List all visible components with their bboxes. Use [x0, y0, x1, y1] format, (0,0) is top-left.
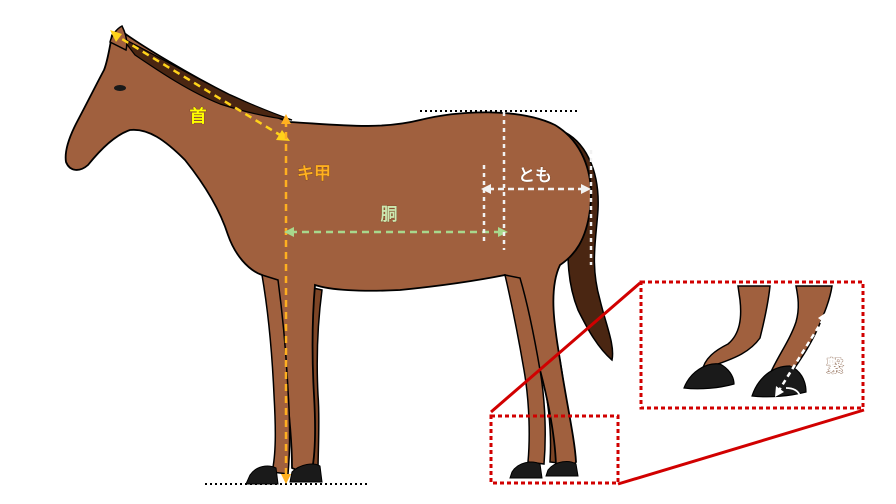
pastern-label: 繋 — [827, 356, 845, 377]
zoom-connector-bottom — [617, 408, 865, 486]
horse-body — [64, 28, 592, 472]
horse-eye — [114, 85, 126, 91]
hoof-source-box — [489, 414, 620, 485]
pastern-arrow-head-top — [818, 312, 827, 324]
pastern-arrow-head-bottom — [775, 386, 784, 397]
neck-arrow-head-start — [110, 30, 122, 42]
barrel-arrow-head-left — [284, 227, 294, 237]
hooves — [245, 461, 579, 485]
pastern-measure-line — [776, 317, 826, 393]
croup-arrow-head-left — [481, 184, 491, 194]
croup-label: とも — [518, 166, 552, 186]
croup-arrow-head-right — [581, 184, 591, 194]
withers-arrow-head-top — [281, 114, 291, 124]
zoom-connector-top — [490, 281, 641, 414]
neck-label: 首 — [190, 106, 207, 127]
neck-measure-line — [111, 31, 286, 140]
withers-label: キ甲 — [297, 164, 331, 184]
withers-arrow-head-bottom — [281, 474, 291, 484]
pastern-angle-arc — [785, 387, 801, 397]
horse-mane — [121, 37, 293, 121]
barrel-label: 胴 — [381, 205, 398, 225]
